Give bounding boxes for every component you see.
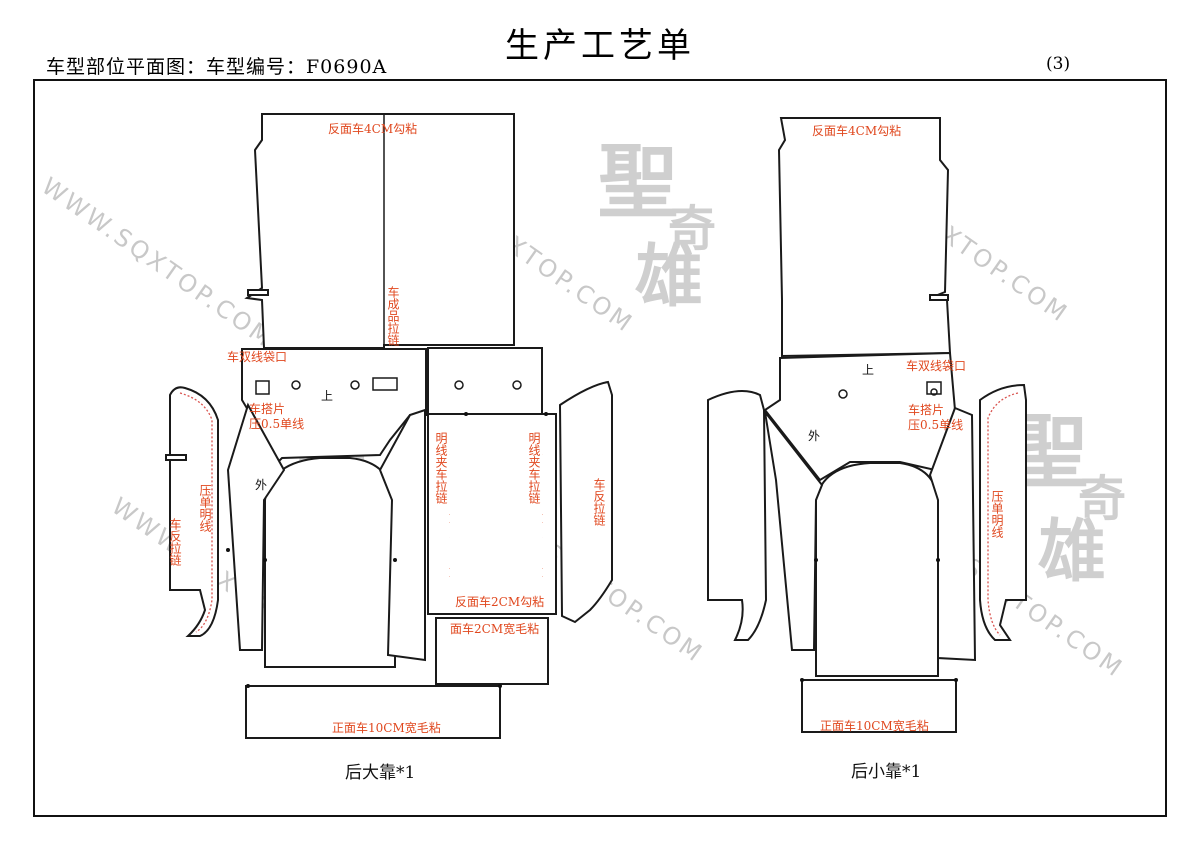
caption-right: 后小靠*1 xyxy=(851,762,921,782)
watermark-logo-char: 雄 xyxy=(1038,512,1106,592)
face-panel xyxy=(435,617,549,685)
left-side-strip xyxy=(169,386,219,637)
right-side-strip xyxy=(558,380,613,624)
label-reverse-2cm: 反面车2CM勾粘 xyxy=(455,594,544,609)
left-pattern: 反面车4CM勾粘 车双线袋口 上 车搭片 压0.5单线 外 反面车2CM勾粘 面… xyxy=(165,113,613,783)
label-fold-a: 折边2.5CM压2CM单明线夹车拉链 xyxy=(434,432,450,592)
center-seat-panel xyxy=(264,457,396,668)
label-out: 外 xyxy=(255,478,267,492)
top-back-panel xyxy=(244,113,515,349)
right-left-side-strip xyxy=(707,390,768,641)
drawing-frame xyxy=(33,79,1167,817)
right-label-bottom: 正面车10CM宽毛粘 xyxy=(820,718,929,733)
right-label-topstitch: 压单明线 xyxy=(990,490,1004,538)
zipper-panel xyxy=(427,413,557,615)
right-right-gusset xyxy=(928,406,977,662)
right-top-back-panel xyxy=(777,117,952,358)
right-bottom-strip xyxy=(801,679,957,733)
right-label-flap-2: 压0.5单线 xyxy=(908,418,963,432)
left-gusset xyxy=(226,402,286,651)
label-flap-2: 压0.5单线 xyxy=(249,417,304,431)
right-center-seat-panel xyxy=(815,462,939,677)
label-fold-b: 折边2.5CM压2CM单明线夹车拉链 xyxy=(527,432,543,592)
right-right-side-strip xyxy=(979,383,1027,641)
caption-left: 后大靠*1 xyxy=(345,763,415,783)
right-pattern: 反面车4CM勾粘 上 车双线袋口 车搭片 压0.5单线 外 正面车10CM宽毛粘… xyxy=(707,117,1027,782)
pocket-panel xyxy=(241,348,427,472)
right-label-up: 上 xyxy=(862,363,874,377)
label-top-note: 反面车4CM勾粘 xyxy=(328,121,417,136)
label-right-zip: 车反拉链 xyxy=(592,478,606,526)
bottom-strip xyxy=(245,685,501,739)
label-flap-1: 车搭片 xyxy=(249,401,285,416)
right-label-top-note: 反面车4CM勾粘 xyxy=(812,123,901,138)
watermark-logo-char: 雄 xyxy=(635,237,703,317)
right-gusset xyxy=(378,408,426,662)
right-label-flap-1: 车搭片 xyxy=(908,402,944,417)
page-number: (3) xyxy=(1046,54,1071,74)
label-zipper: 车成品拉链 xyxy=(386,286,400,346)
label-bottom: 正面车10CM宽毛粘 xyxy=(332,720,441,735)
label-up: 上 xyxy=(321,389,333,403)
right-label-out: 外 xyxy=(808,429,820,443)
label-left-zip: 车反拉链 xyxy=(168,518,182,566)
right-left-gusset xyxy=(764,411,824,651)
right-label-pocket: 车双线袋口 xyxy=(906,358,966,373)
page-title: 生产工艺单 xyxy=(505,26,695,66)
label-face-2cm: 面车2CM宽毛粘 xyxy=(450,621,539,636)
watermark-logo-char: 奇 xyxy=(1078,471,1126,527)
model-subtitle: 车型部位平面图：车型编号：F0690A xyxy=(46,56,388,78)
watermark-url: WWW.SQXTOP.COM xyxy=(37,172,280,354)
upper-right-panel xyxy=(427,347,543,415)
label-pocket: 车双线袋口 xyxy=(227,349,287,364)
watermark-logo-char: 聖 xyxy=(598,135,678,229)
watermark-logo-char: 奇 xyxy=(668,201,716,257)
label-left-topstitch: 压单明线 xyxy=(198,484,212,532)
